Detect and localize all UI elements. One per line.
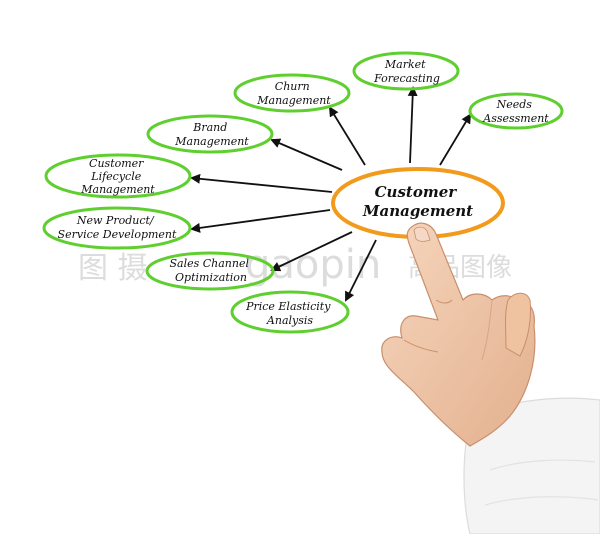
- arrow-market-forecasting: [407, 86, 418, 164]
- arrow-price-elasticity: [345, 239, 377, 302]
- node-needs-assessment-ellipse: [468, 92, 564, 130]
- node-churn-ellipse: [233, 73, 351, 113]
- node-labels: Churn Management Market Forecasting Need…: [58, 58, 550, 327]
- hand-thumb: [505, 292, 531, 357]
- node-new-product-ellipse: [42, 206, 192, 250]
- node-needs-assessment-label: Needs Assessment: [482, 98, 549, 125]
- node-churn-label: Churn Management: [256, 80, 331, 107]
- node-brand-ellipse: [146, 114, 274, 154]
- hand-skin: [381, 222, 536, 447]
- node-sales-channel-ellipse: [145, 251, 275, 291]
- node-new-product-label: New Product/ Service Development: [58, 214, 177, 241]
- arrow-new-product: [190, 209, 331, 233]
- node-price-elasticity-ellipse: [230, 290, 350, 334]
- node-customer-lifecycle-ellipse: [44, 153, 192, 199]
- arrow-customer-lifecycle: [190, 173, 333, 193]
- center-label: Customer Management: [362, 183, 473, 220]
- node-brand-label: Brand Management: [174, 121, 249, 148]
- pointing-hand: [381, 222, 600, 534]
- node-price-elasticity-label: Price Elasticity Analysis: [245, 300, 334, 327]
- arrow-churn: [328, 106, 366, 166]
- node-customer-lifecycle-label: Customer Lifecycle Management: [80, 157, 155, 196]
- node-sales-channel-label: Sales Channel Optimization: [169, 257, 252, 284]
- arrow-needs-assessment: [439, 113, 472, 166]
- arrow-sales-channel: [270, 231, 353, 272]
- arrow-brand: [270, 138, 343, 171]
- node-ellipses: [42, 51, 564, 334]
- watermark-left: 图 摄: [78, 251, 148, 286]
- node-market-forecasting-ellipse: [352, 51, 460, 91]
- arrows: [190, 86, 472, 302]
- node-market-forecasting-label: Market Forecasting: [373, 58, 440, 85]
